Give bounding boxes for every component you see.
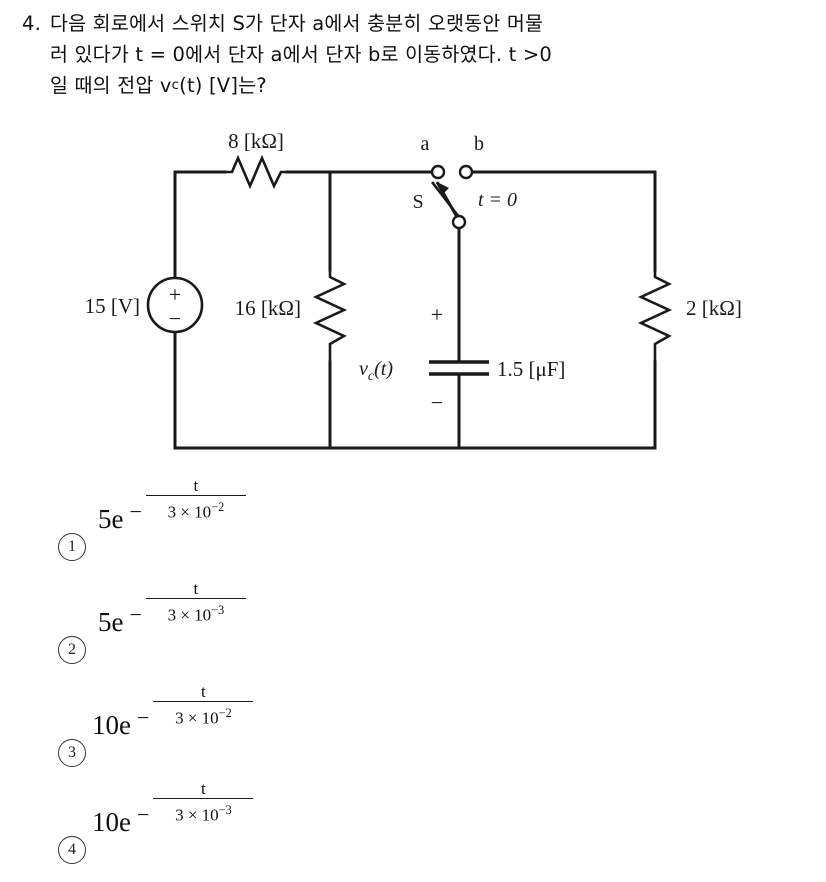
- svg-text:vc(t): vc(t): [359, 358, 393, 384]
- switch-terminal-a-node: [430, 164, 446, 180]
- switch-time-label: t = 0: [478, 189, 517, 211]
- choice-1-fraction: t 3 × 10−2: [145, 476, 246, 523]
- choice-4-exponent: − t 3 × 10−3: [136, 779, 254, 827]
- terminal-b-label: b: [474, 133, 484, 155]
- choice-4-den-exp: −3: [218, 803, 232, 818]
- choice-4[interactable]: 4 10e − t 3 × 10−3: [0, 779, 826, 882]
- switch-pivot-node: [451, 214, 467, 230]
- question-line-2-text: 러 있다가 t = 0에서 단자 a에서 단자 b로 이동하였다. t >0: [50, 43, 553, 66]
- choice-2-marker: 2: [58, 636, 86, 664]
- choice-4-den-base: 3 × 10: [175, 806, 219, 826]
- vc-subscript: c: [171, 78, 180, 93]
- choice-1-numerator: t: [193, 476, 199, 495]
- resistor-2k-label: 2 [kΩ]: [686, 296, 742, 320]
- choice-4-expression: 10e − t 3 × 10−3: [92, 779, 254, 837]
- vc-label-sub: c: [368, 369, 375, 384]
- resistor-2k-symbol: [637, 270, 673, 362]
- choice-3-den-base: 3 × 10: [175, 709, 219, 729]
- choice-4-fraction: t 3 × 10−3: [153, 779, 254, 826]
- choice-3[interactable]: 3 10e − t 3 × 10−2: [0, 676, 826, 779]
- resistor-16k-label: 16 [kΩ]: [235, 296, 301, 320]
- choice-2-numerator: t: [193, 579, 199, 598]
- question-line-1-text: 다음 회로에서 스위치 S가 단자 a에서 충분히 오랫동안 머물: [50, 12, 544, 35]
- circuit-wires: [173, 170, 657, 450]
- choice-2-den-base: 3 × 10: [167, 606, 212, 626]
- source-minus-sign: −: [169, 306, 181, 331]
- question-line-1: 4. 다음 회로에서 스위치 S가 단자 a에서 충분히 오랫동안 머물: [22, 8, 812, 39]
- choice-1-coefficient: 5e: [98, 504, 124, 534]
- capacitor-voltage-label: vc(t): [359, 358, 393, 384]
- question-line-3-text-b: (t) [V]는?: [179, 74, 267, 97]
- choice-4-coefficient: 10e: [92, 807, 131, 837]
- choice-2-minus: −: [129, 601, 142, 627]
- choice-3-marker: 3: [58, 739, 86, 767]
- choice-3-expression: 10e − t 3 × 10−2: [92, 682, 254, 740]
- choice-2-den-exp: −3: [211, 603, 225, 618]
- choice-1[interactable]: 1 5e − t 3 × 10−2: [0, 470, 826, 573]
- voltage-source-symbol: [146, 276, 204, 334]
- switch-terminal-b-node: [458, 164, 474, 180]
- vc-label-v: v: [359, 358, 368, 380]
- choice-3-fraction: t 3 × 10−2: [153, 682, 254, 729]
- choice-1-fraction-bar: [145, 495, 246, 497]
- choice-1-minus: −: [129, 498, 142, 524]
- choice-3-minus: −: [136, 704, 150, 730]
- choice-1-marker: 1: [58, 533, 86, 561]
- choice-2-exponent: − t 3 × 10−3: [129, 579, 246, 627]
- choice-2-fraction-bar: [145, 598, 246, 600]
- question-stem: 4. 다음 회로에서 스위치 S가 단자 a에서 충분히 오랫동안 머물 러 있…: [22, 8, 812, 101]
- switch-arm-arrowhead: [437, 182, 449, 194]
- choice-4-minus: −: [136, 801, 150, 827]
- choice-4-marker: 4: [58, 836, 86, 864]
- choice-4-denominator: 3 × 10−3: [171, 799, 236, 826]
- vc-label-t: (t): [374, 358, 393, 380]
- choice-2-denominator: 3 × 10−3: [164, 599, 229, 626]
- capacitor-plus-sign: +: [431, 302, 443, 327]
- choice-1-den-base: 3 × 10: [167, 503, 212, 523]
- capacitor-value-label: 1.5 [μF]: [497, 357, 565, 381]
- choice-3-coefficient: 10e: [92, 710, 131, 740]
- capacitor-minus-sign: −: [431, 390, 443, 415]
- resistor-8k-symbol: [225, 154, 287, 190]
- choice-1-expression: 5e − t 3 × 10−2: [98, 476, 246, 534]
- choice-2-coefficient: 5e: [98, 607, 124, 637]
- source-plus-sign: +: [169, 282, 181, 307]
- choice-4-fraction-bar: [153, 798, 254, 800]
- choice-3-den-exp: −2: [218, 706, 232, 721]
- choice-1-denominator: 3 × 10−2: [164, 496, 229, 523]
- choice-1-exponent: − t 3 × 10−2: [129, 476, 246, 524]
- choice-2-expression: 5e − t 3 × 10−3: [98, 579, 246, 637]
- choice-1-den-exp: −2: [211, 500, 225, 515]
- answer-choices: 1 5e − t 3 × 10−2 2 5e − t 3 × 10−3: [0, 470, 826, 882]
- choice-3-exponent: − t 3 × 10−2: [136, 682, 254, 730]
- choice-3-fraction-bar: [153, 701, 254, 703]
- question-number: 4.: [22, 12, 42, 35]
- question-line-3-text-a: 일 때의 전압 v: [50, 74, 172, 97]
- choice-3-numerator: t: [201, 682, 206, 701]
- choice-4-numerator: t: [201, 779, 206, 798]
- switch-cross-stroke: [430, 181, 461, 218]
- voltage-source-label: 15 [V]: [85, 294, 140, 318]
- terminal-a-label: a: [421, 133, 430, 155]
- switch-s-label: S: [412, 191, 423, 213]
- resistor-8k-label: 8 [kΩ]: [228, 129, 284, 153]
- question-line-2: 러 있다가 t = 0에서 단자 a에서 단자 b로 이동하였다. t >0: [22, 39, 812, 70]
- circuit-schematic-svg: 8 [kΩ] 16 [kΩ] 2 [kΩ] + − 15 [V] a b S t…: [85, 129, 742, 450]
- resistor-16k-symbol: [312, 270, 348, 362]
- choice-2[interactable]: 2 5e − t 3 × 10−3: [0, 573, 826, 676]
- choice-2-fraction: t 3 × 10−3: [145, 579, 246, 626]
- circuit-diagram: 8 [kΩ] 16 [kΩ] 2 [kΩ] + − 15 [V] a b S t…: [0, 110, 826, 470]
- choice-3-denominator: 3 × 10−2: [171, 702, 236, 729]
